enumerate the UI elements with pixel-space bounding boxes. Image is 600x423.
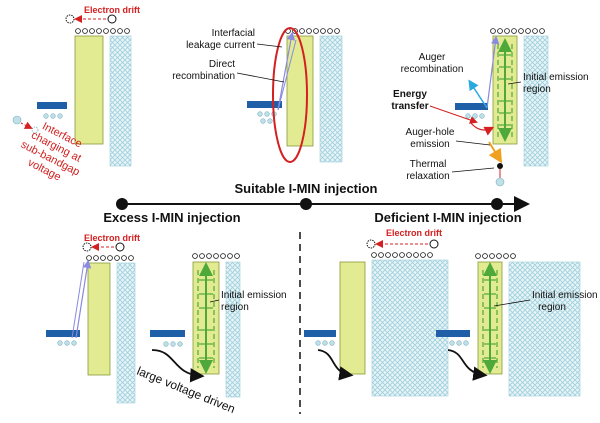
electron-row xyxy=(192,253,240,259)
electron-open-circle xyxy=(115,242,125,252)
recombination-arrow xyxy=(277,39,297,111)
energy-transfer-arrow xyxy=(469,121,495,136)
thermal-electron xyxy=(497,163,503,169)
direct-recombination-label-line2: recombination xyxy=(172,71,235,82)
electron-open-circle xyxy=(107,14,117,24)
auger-hole-emission-label-line2: emission xyxy=(410,139,449,150)
panel-suitable-emission: Auger recombination Energy transfer Auge… xyxy=(391,28,589,187)
leakage-arrow xyxy=(75,259,92,339)
charged-hole xyxy=(12,115,22,125)
timeline-node-deficient xyxy=(491,198,503,210)
auger-recombination-label: Auger xyxy=(419,52,446,63)
thermal-relaxation-label: Thermal xyxy=(410,159,447,170)
leakage-pointer xyxy=(256,43,283,48)
deficient-injection-label: Deficient I-MIN injection xyxy=(374,210,521,225)
thermal-relaxation-label-line2: relaxation xyxy=(406,171,449,182)
panel-interface-charging: Electron drift Interface charging at sub… xyxy=(12,5,140,184)
electron-drift-label: Electron drift xyxy=(84,233,140,243)
electron-row xyxy=(371,252,433,258)
emissive-layer xyxy=(87,262,111,376)
transport-layer xyxy=(523,35,549,167)
recombination-pointer xyxy=(236,72,285,83)
emissive-layer xyxy=(74,35,104,145)
electron-drift-label: Electron drift xyxy=(84,5,140,15)
timeline-node-excess xyxy=(116,198,128,210)
electron-row xyxy=(75,28,130,34)
energy-transfer-label: Energy xyxy=(393,89,427,100)
initial-emission-label-line2: region xyxy=(221,302,249,313)
hole-transport-block xyxy=(150,330,185,337)
suitable-injection-label: Suitable I-MIN injection xyxy=(234,181,377,196)
initial-emission-label-line2: region xyxy=(538,302,566,313)
initial-emission-label: Initial emission xyxy=(532,290,598,301)
electron-origin-dashed xyxy=(65,14,75,24)
interfacial-leakage-label: Interfacial xyxy=(212,28,255,39)
panel-leakage-recombination: Interfacial leakage current Direct recom… xyxy=(172,27,343,163)
transport-layer xyxy=(508,261,581,397)
transport-layer xyxy=(319,35,343,163)
auger-hole-emission-label: Auger-hole xyxy=(406,127,455,138)
transport-layer xyxy=(225,261,241,398)
timeline-node-suitable xyxy=(300,198,312,210)
initial-emission-label: Initial emission xyxy=(221,290,287,301)
highlight-ellipse xyxy=(272,27,308,163)
auger-hole-arrow xyxy=(488,141,503,164)
hole-transport-block xyxy=(436,330,470,337)
initial-emission-pointer xyxy=(209,299,220,303)
hole-transport-block xyxy=(247,101,282,108)
electron-origin-dashed xyxy=(366,239,376,249)
panel-deficient-left: Electron drift xyxy=(304,228,449,397)
auger-recombination-label-line2: recombination xyxy=(401,64,464,75)
electron-open-circle xyxy=(429,239,439,249)
energy-transfer-pointer xyxy=(429,105,478,124)
panel-excess-left: Electron drift xyxy=(46,233,140,404)
hole-transport-block xyxy=(46,330,80,337)
initial-emission-pointer xyxy=(493,299,531,307)
voltage-drive-arrow xyxy=(447,349,488,381)
initial-emission-label: Initial emission xyxy=(523,72,589,83)
leakage-arrow-return xyxy=(71,261,85,339)
interfacial-leakage-label-line2: leakage current xyxy=(186,40,255,51)
hole-transport-block xyxy=(37,102,67,109)
hole-transport-block xyxy=(455,103,488,110)
initial-emission-label-line2: region xyxy=(523,84,551,95)
electron-row xyxy=(86,255,134,261)
electron-origin-dashed xyxy=(82,242,92,252)
transport-layer xyxy=(109,35,132,167)
voltage-drive-arrow xyxy=(317,349,354,381)
auger-recombination-arrow xyxy=(468,79,488,109)
direct-recombination-label: Direct xyxy=(209,59,235,70)
electron-drift-label: Electron drift xyxy=(386,228,442,238)
leakage-arrow xyxy=(277,31,296,111)
panel-excess-right: Initial emission region large voltage dr… xyxy=(135,253,287,416)
energy-transfer-label-line2: transfer xyxy=(391,101,428,112)
hole-target-dashed xyxy=(31,126,39,134)
electron-row xyxy=(475,253,516,259)
panel-deficient-right: Initial emission region xyxy=(436,253,598,397)
auger-hole-pointer xyxy=(455,140,491,146)
transport-layer xyxy=(371,259,449,397)
emissive-layer xyxy=(339,261,366,375)
hole-drift-arrow xyxy=(20,121,33,129)
excess-injection-label: Excess I-MIN injection xyxy=(103,210,240,225)
emissive-layer xyxy=(286,35,314,147)
thermal-relaxation-pointer xyxy=(451,167,495,173)
injection-arrow xyxy=(486,35,500,109)
relaxed-hole xyxy=(495,177,505,187)
hole-transport-block xyxy=(304,330,336,337)
voltage-drive-arrow xyxy=(151,349,205,383)
initial-emission-pointer xyxy=(507,81,522,85)
electron-row xyxy=(490,28,545,34)
transport-layer xyxy=(116,262,136,404)
